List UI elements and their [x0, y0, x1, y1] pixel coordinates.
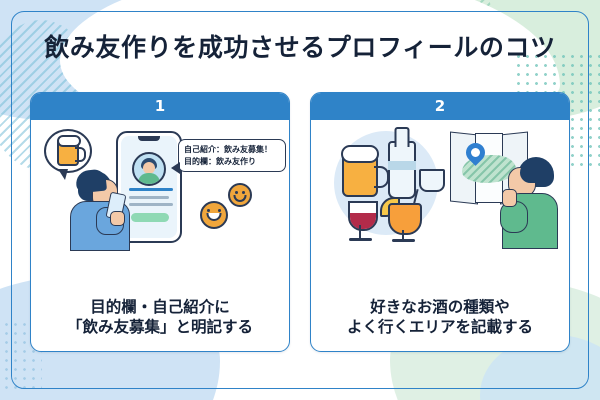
sake-cup-icon	[419, 169, 445, 192]
person-hair-front	[520, 159, 552, 183]
smiley-eye	[207, 209, 210, 212]
cards-row: 1	[30, 92, 570, 352]
sake-bottle-icon	[388, 127, 416, 199]
profile-avatar-icon	[132, 152, 166, 186]
profile-green-pill	[131, 213, 169, 222]
bubble-line-2: 目的欄：飲み友作り	[184, 156, 256, 166]
wine-glass-icon	[348, 201, 378, 231]
card-2-body: 好きなお酒の種類や よく行くエリアを記載する	[311, 120, 569, 351]
wine-stem	[359, 225, 362, 239]
smiley-eye	[218, 209, 221, 212]
person-hand	[110, 211, 125, 226]
beer-mug-icon	[57, 135, 86, 166]
card-1-caption-line-2: 「飲み友募集」と明記する	[66, 317, 253, 336]
beer-mug-bubble	[44, 129, 92, 180]
card-2-caption: 好きなお酒の種類や よく行くエリアを記載する	[347, 297, 533, 345]
profile-text-speech-bubble: 自己紹介：飲み友募集！ 目的欄：飲み友作り	[171, 139, 286, 175]
card-step-1[interactable]: 1	[30, 92, 290, 352]
card-2-illustration	[322, 127, 560, 249]
card-1-illustration: 自己紹介：飲み友募集！ 目的欄：飲み友作り	[42, 127, 286, 251]
profile-text-line	[129, 203, 173, 206]
folded-map-icon	[450, 131, 528, 205]
bottle-label	[388, 161, 416, 170]
card-2-caption-line-2: よく行くエリアを記載する	[346, 317, 533, 336]
person-hand	[502, 189, 517, 207]
bottle-neck	[394, 127, 410, 147]
card-1-caption: 目的欄・自己紹介に 「飲み友募集」と明記する	[67, 297, 253, 345]
smiley-mouth	[206, 213, 222, 221]
beer-mug-icon	[341, 145, 389, 197]
wine-fill	[350, 212, 376, 229]
bubble-line-1: 自己紹介：飲み友募集！	[184, 145, 272, 154]
phone-notch	[138, 136, 160, 141]
card-1-caption-line-1: 目的欄・自己紹介に	[90, 297, 230, 316]
phone-screen	[121, 136, 177, 238]
card-1-number-badge: 1	[31, 93, 289, 120]
smiley-mouth	[233, 195, 247, 202]
beer-foam	[57, 135, 81, 147]
person-hair-front	[74, 168, 108, 194]
profile-text-line	[129, 196, 169, 199]
beer-handle	[75, 147, 86, 162]
smiley-face-icon	[200, 201, 228, 229]
card-2-caption-line-1: 好きなお酒の種類や	[370, 297, 510, 316]
profile-text-line	[129, 188, 173, 192]
avatar-face	[143, 162, 155, 174]
page-title: 飲み友作りを成功させるプロフィールのコツ	[44, 33, 556, 62]
cocktail-base	[392, 239, 415, 242]
cocktail-glass-icon	[388, 203, 422, 235]
card-step-2[interactable]: 2	[310, 92, 570, 352]
beer-foam	[341, 145, 379, 163]
card-2-number-badge: 2	[311, 93, 569, 120]
card-1-body: 自己紹介：飲み友募集！ 目的欄：飲み友作り 目的	[31, 120, 289, 351]
beer-handle	[374, 166, 389, 188]
avatar-body	[138, 173, 160, 184]
person-thinking-icon	[498, 157, 560, 249]
cocktail-stem	[402, 230, 405, 240]
person-with-phone-icon	[70, 168, 136, 251]
wine-base	[349, 238, 372, 241]
smiley-face-icon	[228, 183, 252, 207]
smiley-eye	[235, 191, 238, 194]
smiley-eye	[242, 191, 245, 194]
